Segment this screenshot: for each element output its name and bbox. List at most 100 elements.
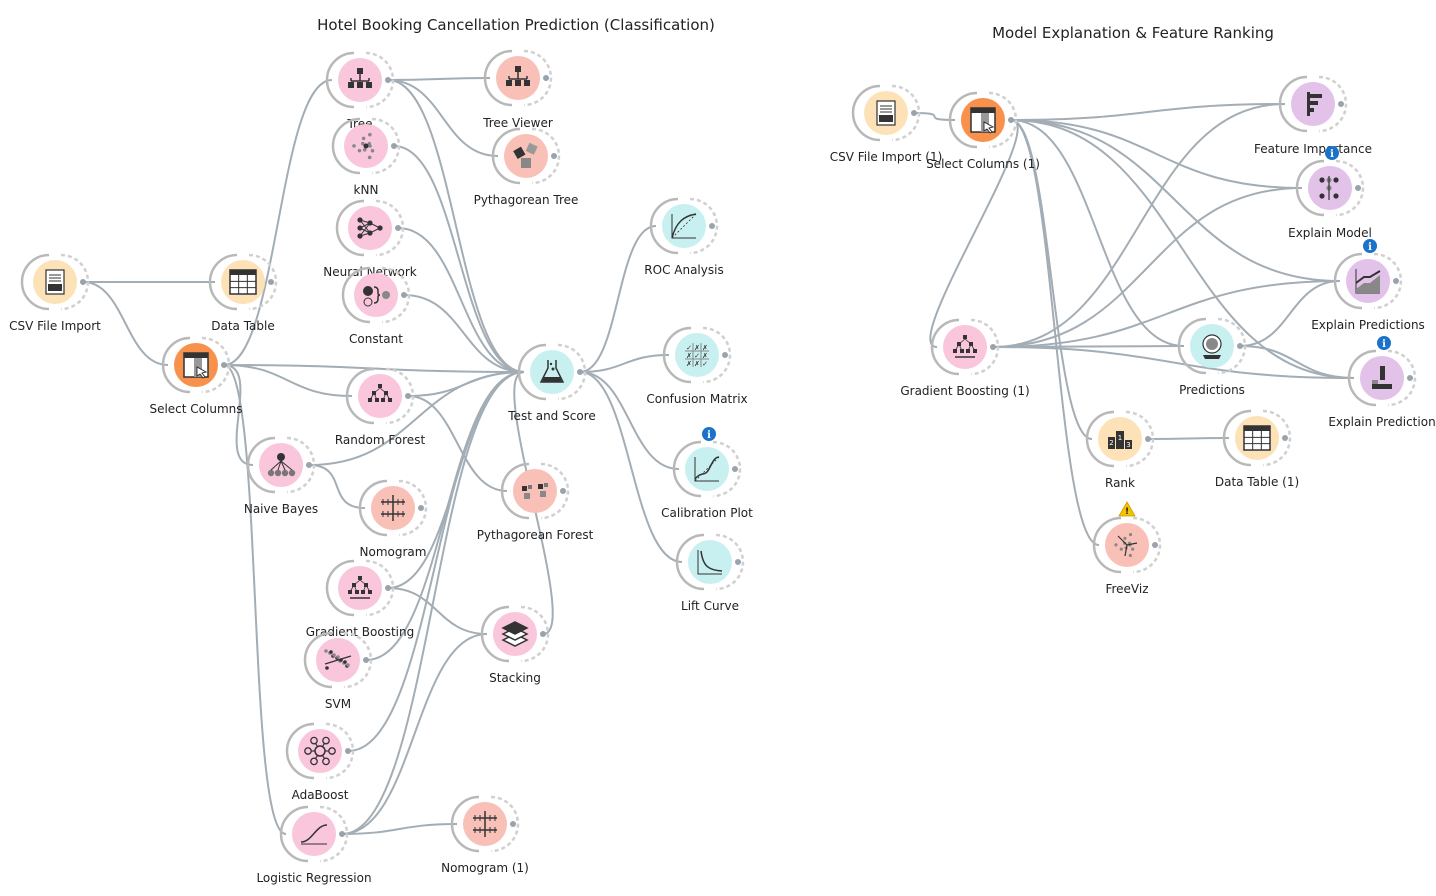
link-gb1-to-featimp[interactable] [992, 103, 1286, 348]
node-roc[interactable]: ROC Analysis [644, 197, 724, 277]
node-gb1[interactable]: Gradient Boosting (1) [900, 318, 1030, 398]
node-selcols[interactable]: Select Columns [149, 336, 243, 416]
warning-icon[interactable]: ! [1118, 501, 1136, 517]
node-predictions[interactable]: Predictions [1177, 317, 1247, 397]
node-datatable[interactable]: Data Table [208, 253, 278, 333]
node-pytree[interactable]: Pythagorean Tree [474, 127, 579, 207]
node-body[interactable] [1346, 259, 1390, 303]
output-anchor[interactable] [560, 488, 566, 494]
link-selcols1-to-explainmodel[interactable] [1010, 119, 1303, 189]
output-anchor[interactable] [345, 748, 351, 754]
link-tas-to-calib[interactable] [579, 371, 680, 470]
output-anchor[interactable] [405, 393, 411, 399]
node-pyforest[interactable]: Pythagorean Forest [477, 462, 594, 542]
output-anchor[interactable] [80, 279, 86, 285]
link-selcols-to-rf[interactable] [223, 364, 353, 397]
node-body[interactable] [338, 566, 382, 610]
node-svm[interactable]: SVM [303, 631, 373, 711]
link-nn-to-tas[interactable] [397, 227, 525, 373]
node-adaboost[interactable]: AdaBoost [285, 722, 355, 802]
node-body[interactable] [298, 729, 342, 773]
node-nomogram1[interactable]: Nomogram (1) [441, 795, 529, 875]
output-anchor[interactable] [339, 831, 345, 837]
output-anchor[interactable] [221, 362, 227, 368]
output-anchor[interactable] [510, 821, 516, 827]
link-gb1-to-explainmodel[interactable] [992, 187, 1303, 348]
link-tas-to-roc[interactable] [579, 225, 657, 373]
link-selcols-to-tree[interactable] [223, 79, 333, 366]
link-predictions-to-explainpreds[interactable] [1239, 280, 1341, 347]
link-selcols1-to-predictions[interactable] [1010, 119, 1185, 347]
link-nb-to-nomogram[interactable] [308, 464, 366, 509]
node-gb[interactable]: Gradient Boosting [306, 559, 414, 639]
link-selcols1-to-featimp[interactable] [1010, 103, 1286, 121]
link-tas-to-lift[interactable] [579, 371, 683, 563]
link-adaboost-to-tas[interactable] [347, 371, 525, 752]
link-knn-to-tas[interactable] [393, 145, 525, 373]
link-gb1-to-explainpreds[interactable] [992, 280, 1341, 348]
node-stacking[interactable]: Stacking [480, 605, 550, 685]
node-csv1[interactable]: CSV File Import (1) [830, 84, 943, 164]
output-anchor[interactable] [551, 153, 557, 159]
node-lift[interactable]: Lift Curve [675, 533, 745, 613]
node-body[interactable] [530, 350, 574, 394]
output-anchor[interactable] [1152, 542, 1158, 548]
node-confusion[interactable]: ✓✗✗✗✓✗✗✗✓Confusion Matrix [646, 326, 748, 406]
node-nn[interactable]: Neural Network [323, 199, 417, 279]
link-tree-to-pytree[interactable] [387, 79, 499, 157]
link-csv1-to-selcols1[interactable] [913, 112, 956, 121]
node-body[interactable] [358, 374, 402, 418]
info-icon[interactable]: i [1377, 336, 1391, 350]
link-constant-to-tas[interactable] [403, 294, 525, 373]
node-body[interactable] [675, 333, 719, 377]
output-anchor[interactable] [401, 292, 407, 298]
link-selcols1-to-gb1[interactable] [929, 119, 1019, 348]
link-tree-to-treeviewer[interactable] [387, 77, 491, 81]
node-body[interactable] [348, 206, 392, 250]
output-anchor[interactable] [268, 279, 274, 285]
node-body[interactable] [354, 273, 398, 317]
node-selcols1[interactable]: Select Columns (1) [926, 91, 1040, 171]
link-rank-to-datatable1[interactable] [1147, 437, 1230, 440]
output-anchor[interactable] [543, 75, 549, 81]
node-body[interactable] [688, 540, 732, 584]
node-featimp[interactable]: Feature Importance [1254, 75, 1372, 156]
node-knn[interactable]: kNN [331, 117, 401, 197]
output-anchor[interactable] [1338, 101, 1344, 107]
node-logreg[interactable]: Logistic Regression [256, 805, 372, 885]
node-constant[interactable]: Constant [341, 266, 411, 346]
output-anchor[interactable] [577, 369, 583, 375]
node-rf[interactable]: Random Forest [335, 367, 426, 447]
output-anchor[interactable] [363, 657, 369, 663]
link-selcols1-to-explainpreds[interactable] [1010, 119, 1341, 282]
node-body[interactable] [943, 325, 987, 369]
output-anchor[interactable] [306, 462, 312, 468]
output-anchor[interactable] [1407, 375, 1413, 381]
node-body[interactable] [504, 134, 548, 178]
node-body[interactable] [259, 443, 303, 487]
output-anchor[interactable] [1355, 185, 1361, 191]
info-icon[interactable]: i [702, 427, 716, 441]
node-csv[interactable]: CSV File Import [9, 253, 101, 333]
link-nb-to-tas[interactable] [308, 371, 525, 466]
link-logreg-to-tas[interactable] [341, 371, 525, 835]
link-gb1-to-predictions[interactable] [992, 345, 1185, 348]
link-selcols1-to-freeviz[interactable] [1010, 119, 1100, 546]
output-anchor[interactable] [732, 466, 738, 472]
node-nb[interactable]: Naive Bayes [244, 436, 318, 516]
output-anchor[interactable] [1145, 436, 1151, 442]
output-anchor[interactable] [1393, 278, 1399, 284]
link-csv-to-selcols[interactable] [82, 281, 169, 366]
link-selcols1-to-explainpred[interactable] [1010, 119, 1355, 379]
output-anchor[interactable] [911, 110, 917, 116]
link-tree-to-tas[interactable] [387, 79, 525, 373]
link-selcols-to-logreg[interactable] [223, 364, 287, 835]
link-logreg-to-nomogram1[interactable] [341, 823, 458, 835]
output-anchor[interactable] [391, 143, 397, 149]
link-predictions-to-explainpred[interactable] [1239, 345, 1355, 379]
output-anchor[interactable] [385, 77, 391, 83]
